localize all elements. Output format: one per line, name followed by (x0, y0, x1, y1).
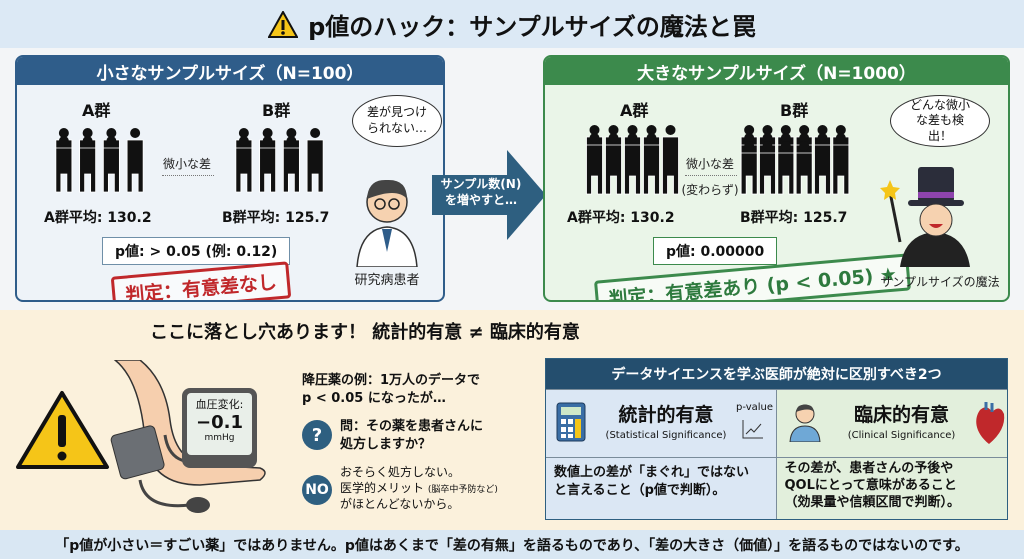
small-sample-header: 小さなサンプルサイズ（N=100） (17, 57, 443, 85)
description-line: QOLにとって意味があること (784, 477, 957, 493)
researcher-icon (356, 179, 418, 267)
statistical-subtitle: (Statistical Significance) (605, 430, 727, 441)
diff-arrow-icon (162, 175, 214, 176)
mean-a: A群平均: 130.2 (44, 210, 152, 226)
magician-label: サンプルサイズの魔法 (880, 275, 1000, 289)
group-b-label: B群 (780, 101, 809, 120)
statistical-description: 数値上の差が「まぐれ」ではない と言えること（p値で判断）。 (546, 457, 777, 519)
person-icon (126, 128, 144, 193)
warning-icon (268, 10, 299, 38)
p-value-tag: p-value (736, 402, 774, 413)
doctor-icon (788, 404, 821, 442)
person-icon (624, 133, 641, 195)
bp-monitor: 血圧変化: −0.1 mmHg (182, 388, 257, 468)
person-icon (814, 133, 831, 195)
heart-icon (975, 402, 1004, 444)
description-line: 数値上の差が「まぐれ」ではない (554, 465, 750, 480)
example-line: p < 0.05 になったが… (302, 390, 446, 406)
diff-arrow-icon (685, 175, 737, 176)
group-b-label: B群 (262, 101, 291, 120)
person-icon (282, 136, 300, 193)
transition-arrow-label: サンプル数(N)を増やすと… (440, 177, 522, 208)
footer-message: 「p値が小さい＝すごい薬」ではありません。p値はあくまで「差の有無」を語るもので… (0, 530, 1024, 559)
person-icon (605, 133, 622, 195)
thought-bubble: 差が見つけられない… (352, 95, 442, 147)
mean-b: B群平均: 125.7 (222, 210, 330, 226)
group-b-people-icon (235, 128, 324, 193)
monitor-value: −0.1 (196, 412, 243, 433)
person-icon (643, 133, 660, 195)
trend-chart-icon (742, 420, 763, 439)
title-bar: p値のハック：サンプルサイズの魔法と罠 (0, 0, 1024, 48)
magician-icon (880, 167, 970, 267)
person-icon (740, 141, 758, 195)
description-line: と言えること（p値で判断）。 (554, 483, 726, 499)
person-icon (795, 141, 813, 195)
question-line: 問：その薬を患者さんに (340, 419, 484, 434)
transition-arrow-icon (432, 150, 546, 240)
example-text: 降圧薬の例：1万人のデータで p < 0.05 になったが… (302, 372, 480, 407)
person-icon (235, 136, 253, 193)
question-text: 問：その薬を患者さんに 処方しますか？ (340, 418, 483, 453)
no-icon: NO (302, 475, 332, 505)
question-icon: ? (302, 420, 332, 450)
blood-pressure-arm-icon (110, 360, 266, 513)
answer-text: おそらく処方しない。 医学的メリット (脳卒中予防など) がほとんどないから。 (340, 464, 498, 513)
calculator-icon (556, 402, 586, 442)
diff-note: (変わらず) (681, 183, 739, 197)
group-a-label: A群 (82, 101, 111, 120)
description-line: （効果量や信頼区間で判断）。 (784, 494, 961, 510)
clinical-description: その差が、患者さんの予後や QOLにとって意味があること （効果量や信頼区間で判… (776, 457, 1007, 519)
group-a-people-icon (55, 128, 144, 193)
person-icon (586, 133, 603, 195)
large-sample-header: 大きなサンプルサイズ（N=1000） (545, 57, 1008, 85)
person-icon (777, 141, 795, 195)
person-icon (259, 136, 277, 193)
table-header: データサイエンスを学ぶ医師が絶対に区別すべき2つ (546, 359, 1007, 389)
group-a-label: A群 (620, 101, 649, 120)
pitfall-heading: ここに落とし穴あります！ 統計的有意 ≠ 臨床的有意 (150, 322, 580, 343)
p-value-box: p値: > 0.05 (例: 0.12) (102, 237, 291, 265)
clinical-subtitle: (Clinical Significance) (847, 430, 956, 441)
verdict-stamp: 判定：有意差なし (110, 261, 292, 300)
page-title: p値のハック：サンプルサイズの魔法と罠 (308, 12, 756, 41)
person-icon (55, 136, 73, 193)
answer-line: おそらく処方しない。 (340, 465, 461, 479)
clinical-title: 臨床的有意 (853, 404, 949, 426)
person-icon (662, 125, 679, 195)
group-a-people-icon (586, 125, 679, 195)
example-line: 降圧薬の例：1万人のデータで (302, 373, 481, 388)
statistical-header-cell: 統計的有意 (Statistical Significance) p-value (546, 389, 777, 457)
answer-line: 医学的メリット (340, 481, 425, 496)
person-icon (102, 136, 120, 193)
mean-a: A群平均: 130.2 (567, 210, 675, 226)
monitor-label: 血圧変化: (195, 398, 244, 411)
small-sample-panel: 小さなサンプルサイズ（N=100） A群 B群 微小な差 A群平均: 130.2… (15, 55, 445, 302)
person-icon (79, 136, 97, 193)
person-icon (832, 133, 850, 195)
thought-bubble: どんな微小な差も検出！ (890, 95, 990, 147)
researcher-label: 研究病患者 (354, 273, 420, 288)
comparison-table: データサイエンスを学ぶ医師が絶対に区別すべき2つ 統計的有意 (Statisti… (545, 358, 1008, 520)
p-value-box: p値: 0.00000 (653, 237, 778, 265)
statistical-title: 統計的有意 (618, 404, 714, 426)
warning-icon (16, 391, 109, 469)
diff-label: 微小な差 (685, 157, 734, 171)
diff-label: 微小な差 (162, 157, 211, 171)
group-b-people-icon (740, 125, 850, 195)
clinical-header-cell: 臨床的有意 (Clinical Significance) (776, 389, 1007, 457)
monitor-unit: mmHg (204, 433, 235, 443)
description-line: その差が、患者さんの予後や (784, 461, 954, 476)
answer-line: がほとんどないから。 (340, 497, 460, 512)
person-icon (759, 141, 776, 195)
person-icon (306, 128, 324, 193)
answer-note: (脳卒中予防など) (427, 485, 498, 496)
mean-b: B群平均: 125.7 (740, 210, 848, 226)
question-line: 処方しますか？ (340, 436, 432, 452)
large-sample-panel: 大きなサンプルサイズ（N=1000） A群 B群 微小な差 (変わらず) A群平… (543, 55, 1010, 302)
